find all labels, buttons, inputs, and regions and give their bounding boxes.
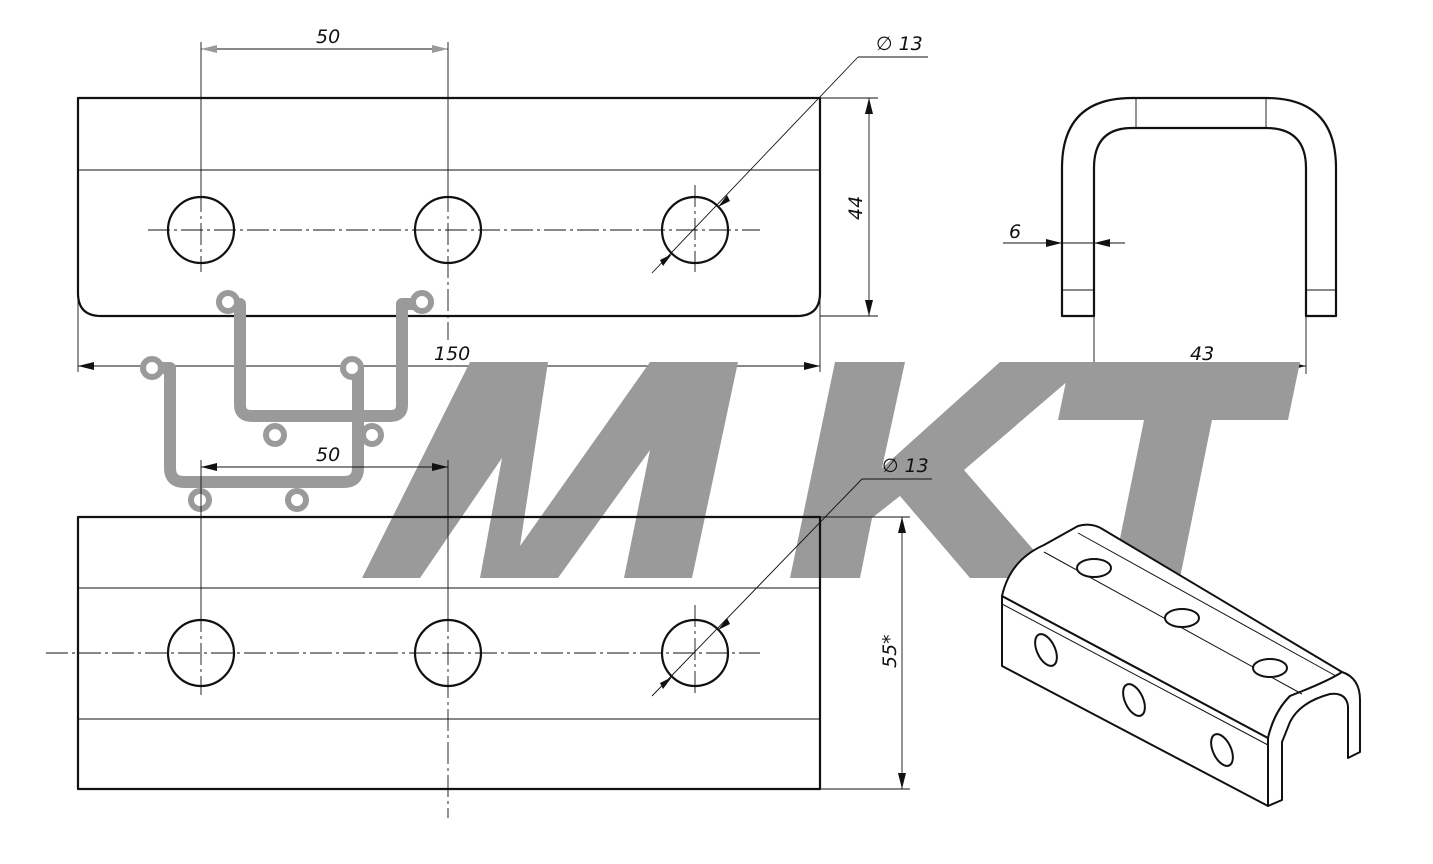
top-50-arrow-left (201, 45, 217, 53)
top-diameter-label: ∅ 13 (876, 33, 923, 55)
top-diameter-leader (651, 56, 859, 274)
iso-top-hole-1 (1076, 558, 1112, 578)
bottom-diameter-arrow-1 (718, 618, 730, 630)
iso-side-hole-2 (1122, 683, 1146, 717)
iso-edge-line-1 (1001, 603, 1269, 746)
iso-edge-line-3 (1077, 532, 1337, 677)
watermark-ring-4 (360, 423, 384, 447)
profile-6-arrow-left (1046, 239, 1062, 247)
top-diameter-arrow-2 (660, 254, 672, 266)
iso-end-face (1267, 671, 1361, 807)
top-view-outline (76, 96, 822, 318)
top-150-label: 150 (434, 343, 470, 365)
watermark-ring-6 (340, 356, 364, 380)
top-150-arrow-left (78, 362, 94, 370)
bottom-view-outline (76, 515, 822, 791)
bottom-50-arrow-right (432, 463, 448, 471)
bottom-55-arrow-bottom (898, 773, 906, 789)
top-44-arrow-bottom (865, 300, 873, 316)
profile-6-arrow-right (1094, 239, 1110, 247)
bottom-55-label: 55* (879, 634, 901, 668)
bottom-55-arrow-top (898, 517, 906, 533)
watermark-rail-inner (222, 298, 420, 422)
bottom-diameter-arrow-2 (660, 677, 672, 689)
watermark-ring-1 (216, 290, 240, 314)
bottom-diameter-label: ∅ 13 (882, 455, 929, 477)
profile-43-label: 43 (1190, 343, 1214, 365)
side-profile-view: 6 43 (1003, 96, 1338, 374)
bottom-50-arrow-left (201, 463, 217, 471)
top-44-arrow-top (865, 98, 873, 114)
watermark-ring-5 (140, 356, 164, 380)
watermark-letter-t (1058, 362, 1300, 578)
top-50-arrow-right (432, 45, 448, 53)
top-diameter-arrow-1 (718, 195, 730, 207)
watermark-ring-7 (188, 488, 212, 512)
iso-side-hole-1 (1034, 633, 1058, 667)
watermark-ring-2 (410, 290, 434, 314)
iso-side-hole-3 (1210, 733, 1234, 767)
watermark-rail-outer (146, 362, 364, 488)
watermark-ring-8 (285, 488, 309, 512)
top-150-arrow-right (804, 362, 820, 370)
watermark-letter-k (790, 362, 1090, 578)
iso-top-hole-3 (1252, 658, 1288, 678)
top-view: 50 ∅ 13 44 150 (76, 26, 928, 372)
watermark-logo (140, 290, 1300, 578)
profile-outer-outline (1060, 96, 1338, 318)
watermark-letter-m (362, 362, 738, 578)
bottom-view: 50 ∅ 13 55* (46, 444, 932, 818)
bottom-50-label: 50 (316, 444, 340, 466)
bottom-diameter-leader (651, 478, 863, 697)
top-44-label: 44 (845, 196, 867, 220)
profile-6-label: 6 (1009, 221, 1021, 243)
top-50-label: 50 (316, 26, 340, 48)
watermark-ring-3 (263, 423, 287, 447)
isometric-view (1001, 523, 1361, 807)
iso-top-hole-2 (1164, 608, 1200, 628)
